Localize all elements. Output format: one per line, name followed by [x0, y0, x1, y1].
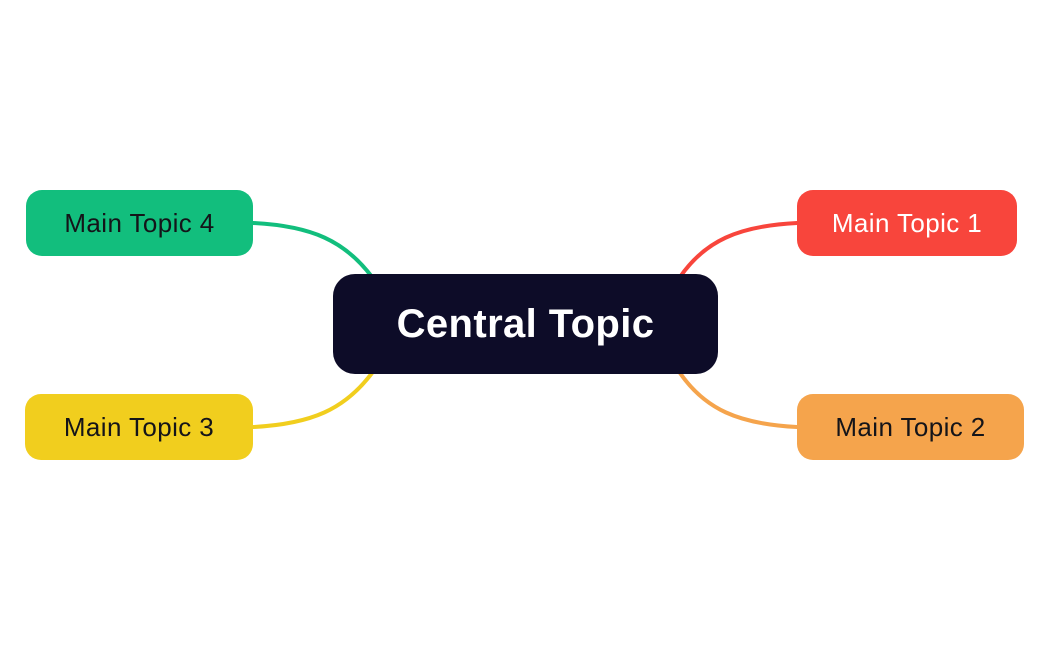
main-topic-1-node[interactable]: Main Topic 1 — [797, 190, 1017, 256]
main-topic-2-label: Main Topic 2 — [835, 411, 986, 442]
connector-main-topic-4 — [251, 221, 374, 279]
connector-main-topic-1 — [678, 221, 799, 279]
central-topic-label: Central Topic — [396, 301, 655, 346]
central-topic-node[interactable]: Central Topic — [333, 274, 718, 374]
main-topic-3-node[interactable]: Main Topic 3 — [25, 394, 253, 460]
main-topic-1-label: Main Topic 1 — [831, 207, 983, 238]
main-topic-4-node[interactable]: Main Topic 4 — [26, 190, 253, 256]
main-topic-2-node[interactable]: Main Topic 2 — [797, 394, 1024, 460]
main-topic-4-label: Main Topic 4 — [64, 207, 215, 238]
connector-main-topic-3 — [251, 371, 374, 429]
connector-main-topic-2 — [678, 371, 799, 429]
main-topic-3-label: Main Topic 3 — [63, 411, 215, 442]
